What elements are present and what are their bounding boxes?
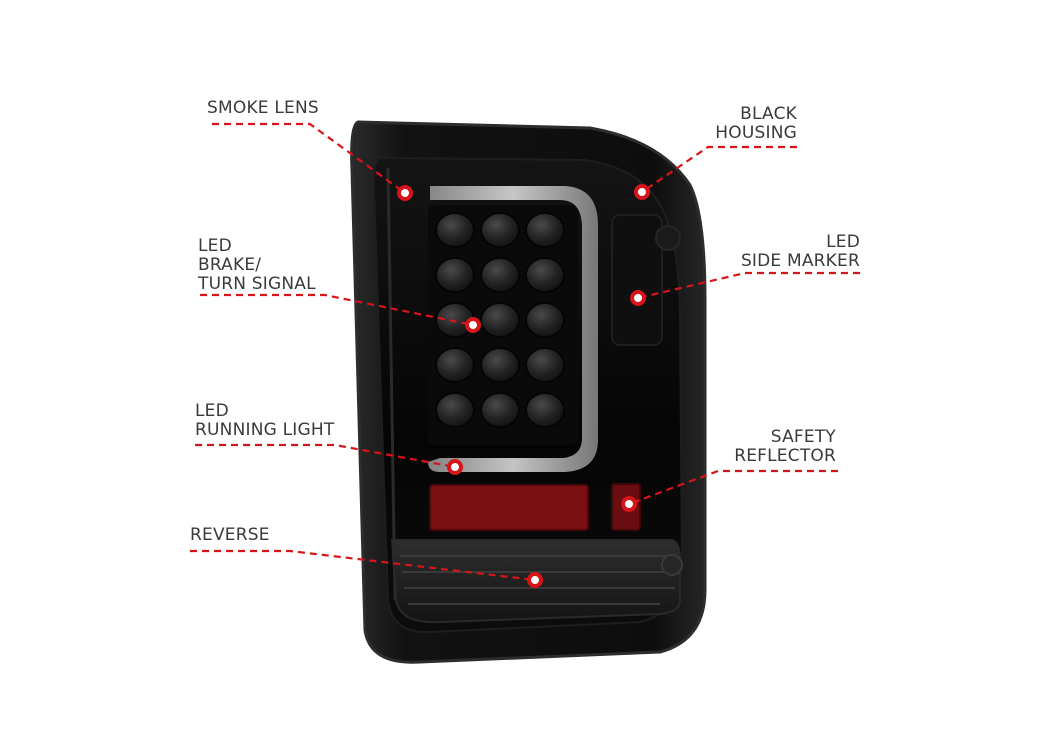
- side-marker-leader: [637, 271, 860, 300]
- side-marker-dot: [630, 290, 646, 306]
- led-bulb: [525, 257, 565, 293]
- reflector-dot: [621, 496, 637, 512]
- smoke-lens-dot: [397, 185, 413, 201]
- led-bulb: [480, 257, 520, 293]
- led-brake-turn-label: LED BRAKE/ TURN SIGNAL: [198, 236, 316, 294]
- safety-reflector-label: SAFETY REFLECTOR: [734, 427, 836, 466]
- black-housing-leader: [641, 145, 797, 193]
- black-housing-dot: [634, 184, 650, 200]
- led-bulb: [525, 212, 565, 248]
- brake-turn-leader: [200, 293, 474, 327]
- led-cluster: [435, 212, 565, 428]
- led-side-marker-label: LED SIDE MARKER: [740, 232, 860, 271]
- led-bulb: [435, 392, 475, 428]
- running-light-leader: [195, 443, 456, 469]
- led-bulb: [480, 302, 520, 338]
- running-light-bar: [428, 186, 598, 472]
- led-bulb: [435, 212, 475, 248]
- reflector-main: [429, 484, 589, 531]
- smoke-lens-leader: [212, 122, 406, 194]
- led-bulb: [435, 347, 475, 383]
- black-housing-label: BLACK HOUSING: [715, 104, 797, 143]
- led-bulb: [480, 392, 520, 428]
- led-bulb: [480, 347, 520, 383]
- reverse-label: REVERSE: [190, 525, 270, 545]
- led-bulb: [525, 392, 565, 428]
- reverse-leader: [190, 549, 536, 582]
- led-bulb: [525, 347, 565, 383]
- smoke-lens-label: SMOKE LENS: [207, 98, 319, 118]
- led-bulb: [525, 302, 565, 338]
- brake-turn-dot: [465, 317, 481, 333]
- running-light-dot: [447, 459, 463, 475]
- led-bulb: [435, 257, 475, 293]
- reflector-leader: [628, 469, 838, 506]
- led-bulb: [480, 212, 520, 248]
- led-running-light-label: LED RUNNING LIGHT: [195, 401, 335, 440]
- reverse-dot: [527, 572, 543, 588]
- side-marker: [611, 214, 663, 346]
